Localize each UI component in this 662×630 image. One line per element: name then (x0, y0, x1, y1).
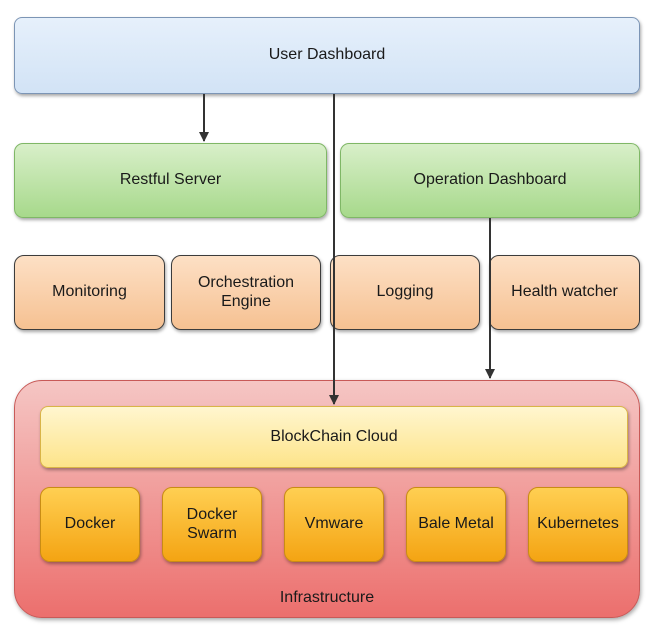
operation-dashboard-label: Operation Dashboard (413, 171, 567, 189)
monitoring-label: Monitoring (52, 283, 127, 301)
user-dashboard-box: User Dashboard (14, 17, 640, 94)
restful-server-label: Restful Server (119, 171, 222, 189)
vmware-box: Vmware (284, 487, 384, 562)
health-watcher-label: Health watcher (511, 283, 618, 301)
blockchain-cloud-box: BlockChain Cloud (40, 406, 628, 468)
operation-dashboard-box: Operation Dashboard (340, 143, 640, 218)
docker-box: Docker (40, 487, 140, 562)
orchestration-engine-label: Orchestration Engine (197, 274, 295, 310)
logging-label: Logging (376, 283, 434, 301)
restful-server-box: Restful Server (14, 143, 327, 218)
docker-swarm-box: Docker Swarm (162, 487, 262, 562)
kubernetes-label: Kubernetes (537, 515, 619, 533)
docker-swarm-label: Docker Swarm (186, 506, 238, 542)
logging-box: Logging (330, 255, 480, 330)
bale-metal-box: Bale Metal (406, 487, 506, 562)
orchestration-engine-box: Orchestration Engine (171, 255, 321, 330)
bale-metal-label: Bale Metal (418, 515, 494, 533)
blockchain-cloud-label: BlockChain Cloud (270, 427, 398, 445)
user-dashboard-label: User Dashboard (268, 46, 386, 64)
infrastructure-label: Infrastructure (279, 589, 375, 606)
kubernetes-box: Kubernetes (528, 487, 628, 562)
monitoring-box: Monitoring (14, 255, 165, 330)
docker-label: Docker (64, 515, 116, 533)
vmware-label: Vmware (304, 515, 364, 533)
